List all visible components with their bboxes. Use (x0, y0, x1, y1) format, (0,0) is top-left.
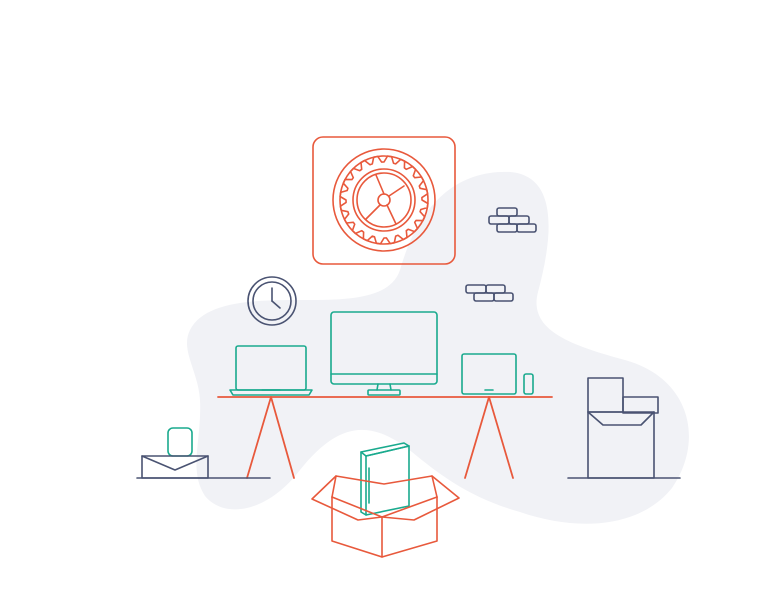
gear-settings-icon (312, 136, 456, 265)
tower-stack-icon (567, 377, 681, 479)
tablet-icon (461, 353, 517, 395)
background-blob (186, 171, 689, 524)
cardboard-box-icon (311, 475, 460, 558)
desk (217, 396, 553, 479)
book-icon (360, 442, 410, 516)
laptop-icon (229, 345, 313, 396)
clock-icon (247, 276, 297, 326)
mail-tray-icon (136, 427, 271, 479)
desktop-monitor-icon (330, 311, 438, 396)
phone-icon (523, 373, 534, 395)
brick-icon (465, 284, 514, 302)
brick-icon (488, 207, 537, 233)
